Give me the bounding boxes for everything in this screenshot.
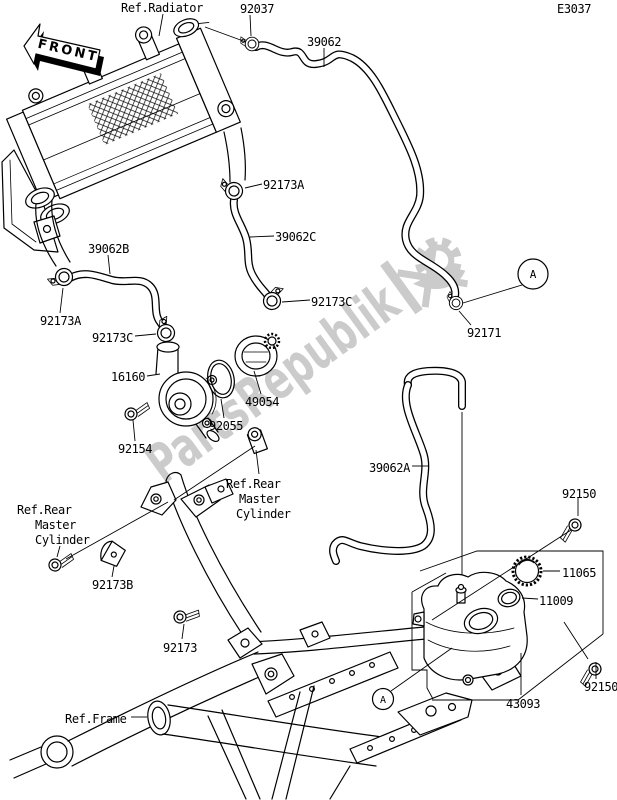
cap-11065 [511, 555, 543, 587]
callout-92173A-upper: 92173A [263, 178, 305, 192]
callout-92173B: 92173B [92, 578, 133, 592]
callout-92150-lower: 92150 [584, 680, 617, 694]
callout-rear-mc-right-line1: Ref.Rear [226, 477, 281, 491]
thermostat-49054 [234, 332, 281, 377]
detail-marker-a-bottom: A [371, 687, 395, 711]
callout-92055: 92055 [209, 419, 243, 433]
callout-92150-upper: 92150 [562, 487, 596, 501]
watermark-bar [380, 260, 423, 315]
callout-92154: 92154 [118, 442, 152, 456]
hose-39062 [252, 41, 460, 306]
callout-92171: 92171 [467, 326, 501, 340]
callout-11009: 11009 [539, 594, 573, 608]
callout-rear-mc-left-line3: Cylinder [35, 533, 90, 547]
tank-top-fitting [455, 583, 467, 604]
detail-marker-a-bottom-label: A [380, 695, 386, 706]
ring-11009 [497, 588, 521, 608]
callout-39062C: 39062C [275, 230, 316, 244]
callout-92173: 92173 [163, 641, 197, 655]
front-arrow: FRONT [23, 23, 104, 76]
frame-drawing [9, 471, 522, 800]
callout-rear-mc-right-line3: Cylinder [236, 507, 291, 521]
callout-ref-frame: Ref.Frame [65, 712, 127, 726]
callout-labels: Ref.Radiator 92037 39062 E3037 92173A 39… [17, 1, 617, 726]
bolt-92173 [172, 605, 202, 627]
clamp-92037 [240, 36, 260, 52]
clamp-92173B [100, 540, 126, 567]
callout-92173C-left: 92173C [92, 331, 133, 345]
callout-39062B: 39062B [88, 242, 129, 256]
callout-rear-mc-left-line2: Master [35, 518, 76, 532]
callout-92037: 92037 [240, 2, 274, 16]
bracket-rear-mc-right [246, 427, 268, 455]
reserve-tank-43093 [412, 571, 528, 686]
callout-rear-mc-left-line1: Ref.Rear [17, 503, 72, 517]
callout-43093: 43093 [506, 697, 540, 711]
hose-39062B [66, 270, 170, 336]
callout-rear-mc-right-line2: Master [239, 492, 280, 506]
detail-marker-a-top-label: A [530, 268, 537, 281]
clamp-92173A-left [46, 264, 77, 294]
o-ring-92055 [207, 359, 235, 399]
callout-11065: 11065 [562, 566, 596, 580]
callout-49054: 49054 [245, 395, 279, 409]
leader-lines [56, 13, 597, 718]
callout-92173C-upper: 92173C [311, 295, 352, 309]
hose-39062A [329, 366, 466, 565]
bolt-92154 [123, 401, 152, 422]
page-code: E3037 [557, 2, 591, 16]
callout-39062A: 39062A [369, 461, 411, 475]
tank-group-boundary [411, 550, 604, 701]
callout-39062: 39062 [307, 35, 341, 49]
callout-16160: 16160 [111, 370, 145, 384]
hose-39062C [229, 196, 272, 300]
clamp-92173A-upper [217, 178, 246, 203]
callout-ref-radiator: Ref.Radiator [121, 1, 203, 15]
detail-marker-a-top: A [517, 258, 549, 290]
callout-92173A-left: 92173A [40, 314, 82, 328]
